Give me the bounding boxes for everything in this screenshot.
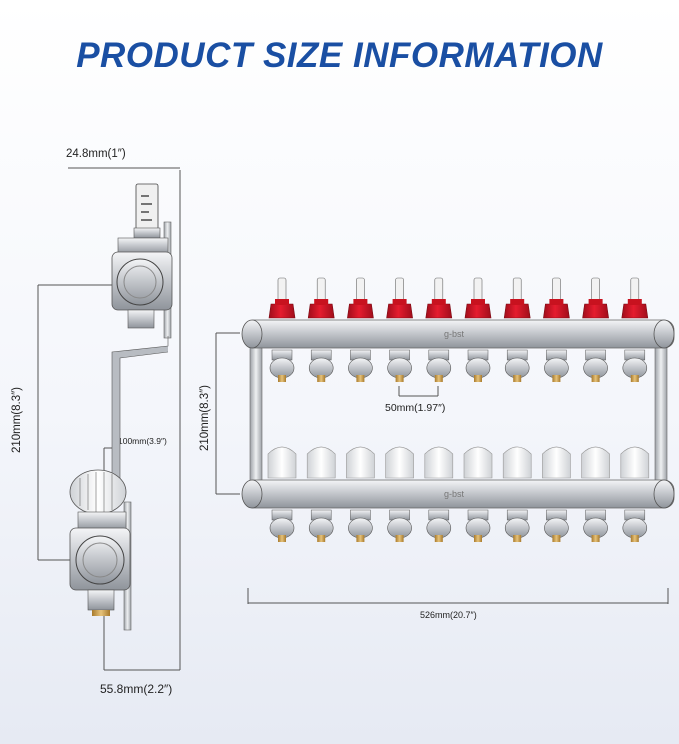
valve-white-cap bbox=[620, 446, 650, 479]
flowmeter-red-cap bbox=[543, 303, 570, 319]
flowmeter-gauge bbox=[630, 277, 640, 303]
flowmeter-red-cap bbox=[268, 303, 296, 319]
valve-white-cap bbox=[385, 446, 414, 479]
front-length-label: 526mm(20.7″) bbox=[420, 610, 477, 620]
flowmeter-gauge bbox=[434, 277, 444, 303]
flowmeter-red-cap bbox=[582, 303, 609, 319]
flowmeter-gauge bbox=[277, 277, 287, 303]
flowmeter-gauge bbox=[395, 277, 404, 303]
flowmeter-gauge bbox=[512, 277, 522, 303]
valve-white-cap bbox=[306, 446, 336, 479]
flowmeter-gauge bbox=[552, 277, 561, 303]
valve-white-cap bbox=[267, 446, 297, 479]
flowmeter-red-cap bbox=[503, 303, 531, 319]
flowmeter-red-cap bbox=[425, 303, 453, 319]
valve-white-cap bbox=[424, 446, 454, 479]
flowmeter-gauge bbox=[591, 277, 600, 303]
side-top-width-label: 24.8mm(1″) bbox=[66, 148, 126, 160]
flowmeter-red-cap bbox=[307, 303, 335, 319]
valve-white-cap bbox=[542, 446, 571, 479]
flowmeter-red-cap bbox=[464, 303, 492, 319]
flowmeter-red-cap bbox=[386, 303, 413, 319]
page-title: PRODUCT SIZE INFORMATION bbox=[76, 36, 603, 75]
brand-logo-top: g-bst bbox=[444, 329, 465, 339]
valve-white-cap bbox=[346, 446, 375, 479]
side-bottom-width-label: 55.8mm(2.2″) bbox=[100, 682, 173, 696]
side-offset-label: 100mm(3.9″) bbox=[118, 436, 167, 446]
flowmeter-gauge bbox=[316, 277, 326, 303]
flowmeter-red-cap bbox=[621, 303, 649, 319]
flowmeter-gauge bbox=[473, 277, 483, 303]
port-spacing-label: 50mm(1.97″) bbox=[385, 402, 446, 414]
manifold-ports bbox=[267, 277, 650, 542]
valve-white-cap bbox=[502, 446, 532, 479]
flowmeter-red-cap bbox=[347, 303, 374, 319]
front-view bbox=[215, 277, 675, 604]
valve-white-cap bbox=[463, 446, 493, 479]
brand-logo-bottom: g-bst bbox=[444, 489, 465, 499]
side-view bbox=[37, 167, 181, 671]
valve-white-cap bbox=[581, 446, 610, 479]
flowmeter-gauge bbox=[356, 277, 365, 303]
